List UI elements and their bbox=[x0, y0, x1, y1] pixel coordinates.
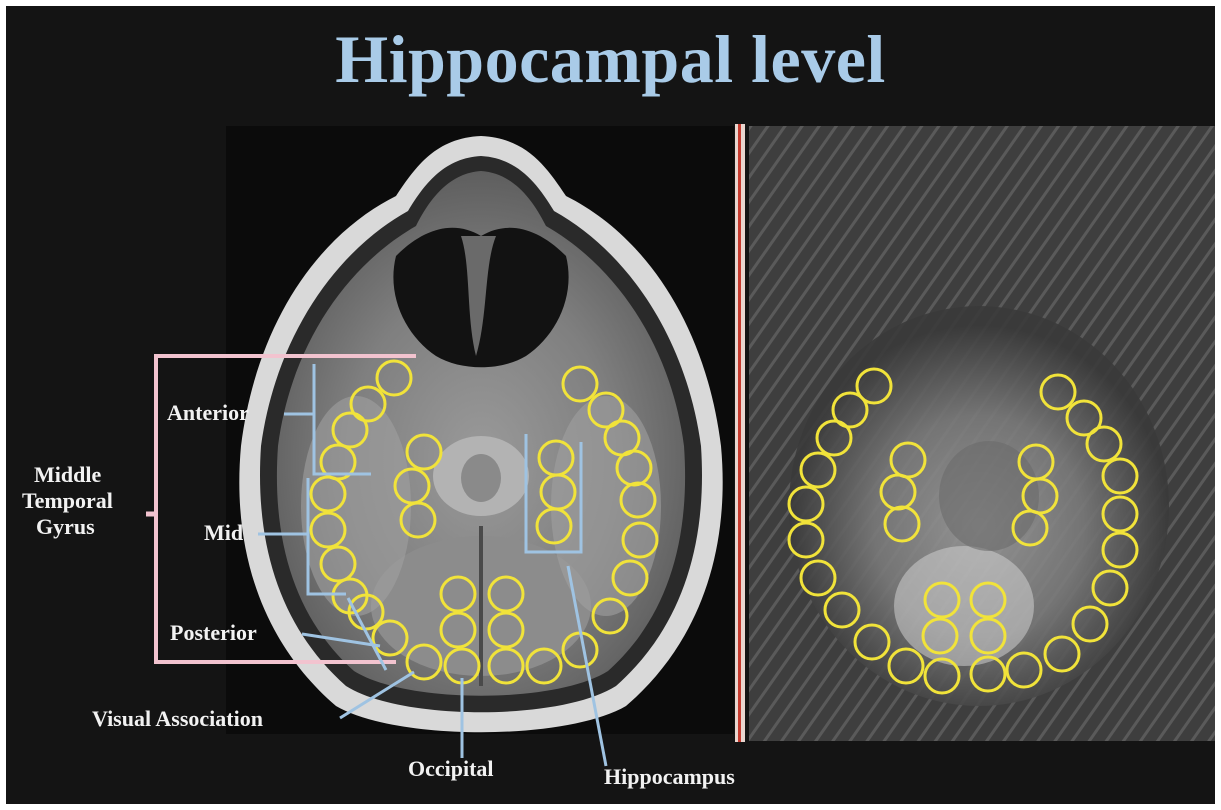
roi-circle bbox=[623, 523, 657, 557]
roi-circle bbox=[445, 649, 479, 683]
roi-circle bbox=[971, 619, 1005, 653]
roi-circle bbox=[817, 421, 851, 455]
roi-circle bbox=[539, 441, 573, 475]
roi-circle bbox=[395, 469, 429, 503]
roi-circle bbox=[971, 583, 1005, 617]
slide: Hippocampal level bbox=[6, 6, 1215, 804]
roi-circle bbox=[401, 503, 435, 537]
roi-circle bbox=[825, 593, 859, 627]
middle-temporal-gyrus-label: Middle Temporal Gyrus bbox=[22, 462, 113, 540]
roi-circle bbox=[489, 577, 523, 611]
roi-circle bbox=[1023, 479, 1057, 513]
middle-label-line: Middle bbox=[22, 462, 113, 488]
roi-circle bbox=[333, 413, 367, 447]
roi-circle bbox=[1007, 653, 1041, 687]
roi-circle bbox=[537, 509, 571, 543]
roi-circle bbox=[801, 561, 835, 595]
mid-label: Mid bbox=[204, 520, 243, 546]
roi-circle bbox=[1041, 375, 1075, 409]
roi-circle bbox=[855, 625, 889, 659]
roi-circle bbox=[617, 451, 651, 485]
roi-circle bbox=[311, 513, 345, 547]
roi-circle bbox=[1103, 459, 1137, 493]
roi-circle bbox=[321, 547, 355, 581]
anterior-label: Anterior bbox=[167, 400, 249, 426]
roi-circle bbox=[351, 387, 385, 421]
roi-circles bbox=[311, 361, 1137, 693]
roi-circle bbox=[563, 367, 597, 401]
roi-circle bbox=[971, 657, 1005, 691]
roi-circle bbox=[1087, 427, 1121, 461]
roi-circle bbox=[925, 659, 959, 693]
roi-circle bbox=[1073, 607, 1107, 641]
roi-circle bbox=[621, 483, 655, 517]
roi-circle bbox=[789, 487, 823, 521]
roi-circle bbox=[789, 523, 823, 557]
roi-circle bbox=[881, 475, 915, 509]
roi-circle bbox=[925, 583, 959, 617]
roi-circle bbox=[889, 649, 923, 683]
roi-circle bbox=[1093, 571, 1127, 605]
roi-circle bbox=[613, 561, 647, 595]
roi-circle bbox=[373, 621, 407, 655]
occipital-label: Occipital bbox=[408, 756, 494, 782]
roi-circle bbox=[377, 361, 411, 395]
roi-circle bbox=[489, 613, 523, 647]
visual-association-leader bbox=[340, 672, 414, 718]
hippocampus-label: Hippocampus bbox=[604, 764, 735, 790]
visual-association-label: Visual Association bbox=[92, 706, 263, 732]
roi-circle bbox=[441, 577, 475, 611]
roi-circle bbox=[311, 477, 345, 511]
roi-circle bbox=[891, 443, 925, 477]
roi-circle bbox=[541, 475, 575, 509]
roi-circle bbox=[885, 507, 919, 541]
roi-circle bbox=[563, 633, 597, 667]
roi-circle bbox=[1019, 445, 1053, 479]
roi-circle bbox=[923, 619, 957, 653]
roi-circle bbox=[1103, 533, 1137, 567]
posterior-label: Posterior bbox=[170, 620, 257, 646]
posterior-bracket bbox=[348, 598, 386, 670]
roi-circle bbox=[441, 613, 475, 647]
gyrus-label-line: Gyrus bbox=[22, 514, 113, 540]
roi-circle bbox=[1013, 511, 1047, 545]
roi-circle bbox=[489, 649, 523, 683]
roi-circle bbox=[527, 649, 561, 683]
roi-circle bbox=[1045, 637, 1079, 671]
roi-circle bbox=[407, 435, 441, 469]
roi-circle bbox=[801, 453, 835, 487]
roi-circle bbox=[1103, 497, 1137, 531]
roi-circle bbox=[593, 599, 627, 633]
temporal-label-line: Temporal bbox=[22, 488, 113, 514]
